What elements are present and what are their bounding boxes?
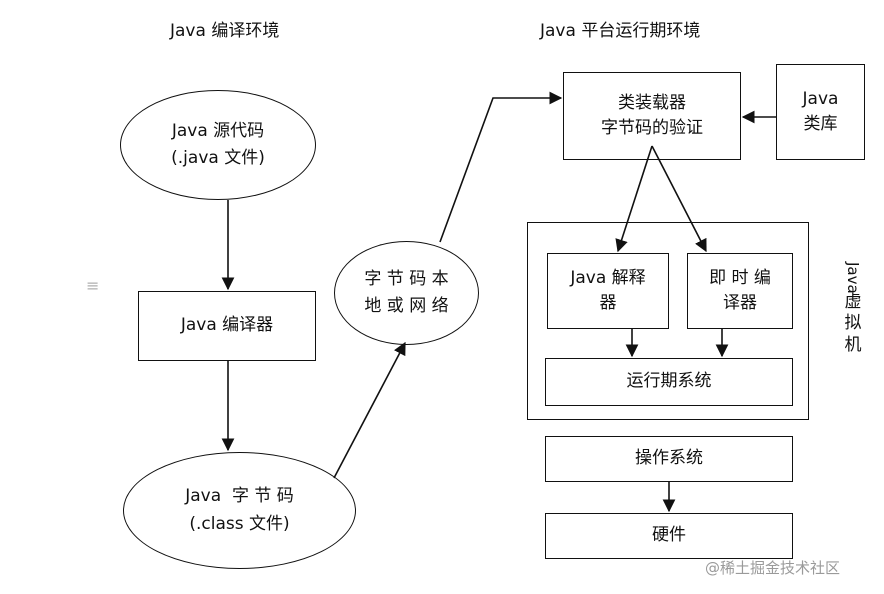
java-class-library-line1: Java <box>802 88 839 109</box>
arrow-bytecode-to-network <box>333 341 406 479</box>
java-source-line2: (.java 文件) <box>171 148 265 168</box>
compile-env-heading: Java 编译环境 <box>170 21 280 41</box>
class-loader-line1: 类装载器 <box>618 92 686 113</box>
side-menu-icon: ≡ <box>86 276 100 295</box>
jit-compiler-line2: 译器 <box>723 293 757 313</box>
arrow-classloader-to-interpreter <box>615 145 653 253</box>
java-interpreter-line2: 器 <box>599 293 617 313</box>
java-interpreter-node: Java 解释 器 <box>547 253 669 329</box>
runtime-env-heading: Java 平台运行期环境 <box>540 21 701 41</box>
local-or-network-line1: 字 节 码 本 <box>364 268 449 289</box>
arrow-classloader-to-jit <box>651 145 707 253</box>
java-bytecode-line2: (.class 文件) <box>189 513 290 534</box>
java-class-library-line2: 类库 <box>803 114 838 134</box>
java-source-line1: Java 源代码 <box>171 120 265 141</box>
jvm-label-char-2: 拟 <box>844 313 862 334</box>
java-compiler-node: Java 编译器 <box>138 291 316 361</box>
jit-compiler-node: 即 时 编 译器 <box>687 253 793 329</box>
java-bytecode-line1: Java 字 节 码 <box>185 486 294 507</box>
class-loader-node: 类装载器 字节码的验证 <box>563 72 741 160</box>
java-source-node: Java 源代码 (.java 文件) <box>120 90 316 200</box>
watermark-text: @稀土掘金技术社区 <box>705 559 841 577</box>
java-class-library-node: Java 类库 <box>776 64 865 160</box>
jvm-label-char-1: 虚 <box>844 292 862 312</box>
local-or-network-line2: 地 或 网 络 <box>364 296 449 316</box>
arrow-network-to-classloader <box>439 91 563 243</box>
hardware-label: 硬件 <box>652 525 686 546</box>
java-compiler-label: Java 编译器 <box>180 315 274 336</box>
hardware-node: 硬件 <box>545 513 793 559</box>
jit-compiler-line1: 即 时 编 <box>709 267 771 288</box>
runtime-system-label: 运行期系统 <box>626 371 712 392</box>
operating-system-label: 操作系统 <box>635 448 703 469</box>
bytecode-local-or-network-node: 字 节 码 本 地 或 网 络 <box>334 241 479 345</box>
operating-system-node: 操作系统 <box>545 436 793 482</box>
jvm-frame <box>527 222 809 420</box>
jvm-label-char-3: 机 <box>844 334 862 355</box>
jvm-vertical-label: Java 虚 拟 机 <box>838 262 868 356</box>
java-interpreter-line1: Java 解释 <box>570 267 646 288</box>
runtime-system-node: 运行期系统 <box>545 358 793 406</box>
class-loader-line2: 字节码的验证 <box>601 118 703 138</box>
java-bytecode-node: Java 字 节 码 (.class 文件) <box>123 452 356 569</box>
